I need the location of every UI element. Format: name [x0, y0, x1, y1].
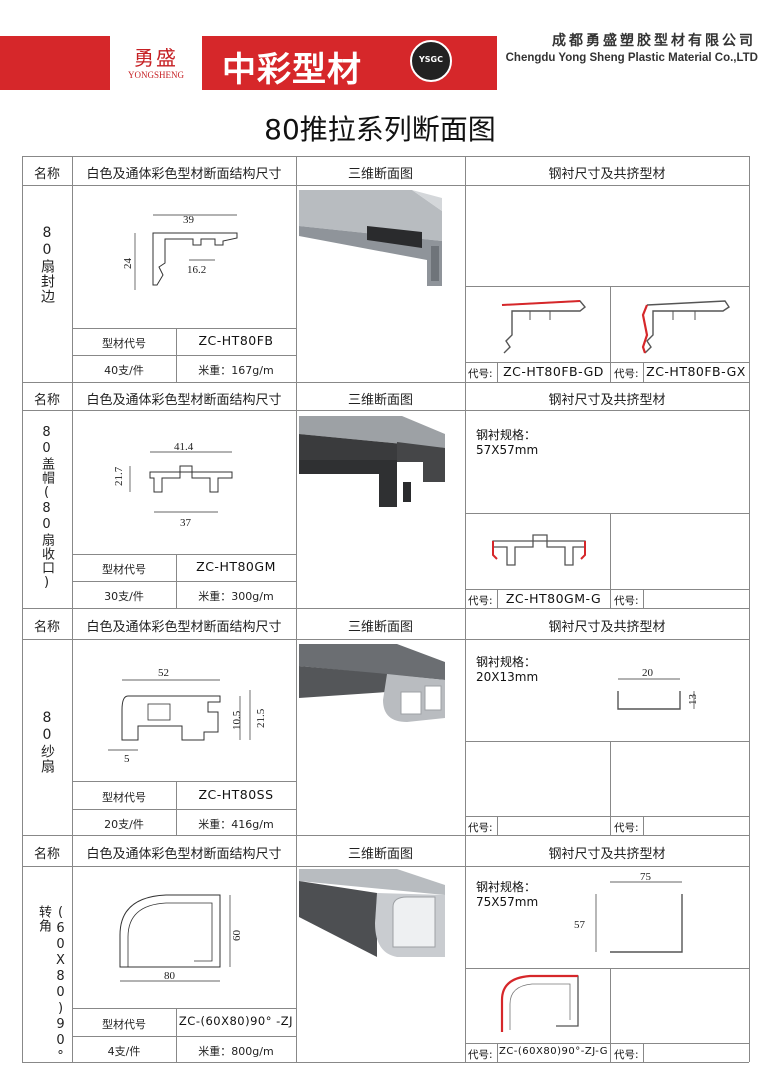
profile-name: 80纱扇: [39, 710, 55, 774]
steel-spec: 钢衬规格： 75X57mm: [476, 880, 538, 910]
col-header-steel: 钢衬尺寸及共挤型材: [548, 620, 666, 635]
page-title: 80推拉系列断面图: [264, 113, 496, 146]
dim-label: 20: [642, 667, 654, 679]
profile-3d-render: [299, 416, 445, 507]
dim-label: 75: [640, 871, 652, 883]
pieces-per-pack: 20支/件: [104, 818, 144, 831]
daihao-label: 代号:: [468, 822, 493, 834]
coextruded-code: ZC-HT80GM-G: [505, 591, 602, 606]
section-drawing: 52 10.5 21.5 5: [108, 667, 267, 765]
col-header-section: 白色及通体彩色型材断面结构尺寸: [86, 620, 282, 635]
col-header-section: 白色及通体彩色型材断面结构尺寸: [86, 847, 282, 862]
profile-name: 80盖帽(80扇收口): [39, 425, 54, 591]
col-header-section: 白色及通体彩色型材断面结构尺寸: [86, 393, 282, 408]
daihao-label: 代号:: [468, 595, 493, 607]
series-logo: 中彩型材: [222, 50, 362, 90]
meter-weight: 米重：300g/m: [198, 590, 274, 603]
col-header-steel: 钢衬尺寸及共挤型材: [548, 847, 666, 862]
profile-code: ZC-HT80SS: [198, 787, 274, 802]
daihao-label: 代号:: [614, 368, 639, 380]
col-header-name: 名称: [33, 393, 60, 408]
col-header-3d: 三维断面图: [347, 847, 413, 862]
steel-spec-label: 钢衬规格：: [476, 428, 537, 442]
dim-label: 10.5: [231, 710, 243, 730]
col-header-steel: 钢衬尺寸及共挤型材: [548, 167, 666, 182]
section-drawing: 39 24 16.2: [122, 214, 238, 290]
seal-logo: [410, 40, 452, 82]
profile-name: 80扇封边: [39, 225, 55, 304]
dim-label: 5: [124, 753, 130, 765]
steel-spec-size: 57X57mm: [476, 443, 539, 457]
company-name-en: Chengdu Yong Sheng Plastic Material Co.,…: [505, 52, 758, 64]
meter-weight: 米重：800g/m: [198, 1045, 274, 1058]
coextruded-code: ZC-(60X80)90°-ZJ-G: [498, 1046, 609, 1057]
dim-label: 41.4: [174, 441, 194, 453]
col-header-3d: 三维断面图: [347, 167, 413, 182]
dim-label: 16.2: [187, 264, 206, 276]
dim-label: 37: [180, 517, 192, 529]
brand-name-en: YONGSHENG: [128, 70, 184, 80]
col-header-section: 白色及通体彩色型材断面结构尺寸: [86, 167, 282, 182]
steel-spec-size: 75X57mm: [476, 895, 539, 909]
daihao-label: 代号:: [614, 595, 639, 607]
meter-weight: 米重：416g/m: [198, 818, 274, 831]
dim-label: 24: [122, 258, 134, 270]
coextruded-profile-zj: [500, 974, 579, 1032]
dim-label: 60: [231, 930, 243, 942]
steel-liner-drawing: 75 57: [574, 871, 683, 953]
dim-label: 80: [164, 970, 176, 982]
brand-logo: [110, 36, 202, 90]
profile-3d-render: [299, 869, 445, 957]
code-label: 型材代号: [102, 337, 146, 350]
dim-label: 13: [687, 694, 699, 706]
profile-3d-render: [299, 644, 445, 722]
dim-label: 21.5: [255, 708, 267, 728]
col-header-name: 名称: [33, 167, 60, 182]
section-drawing: 41.4 21.7 37: [113, 441, 233, 529]
col-header-steel: 钢衬尺寸及共挤型材: [548, 393, 666, 408]
code-label: 型材代号: [102, 1018, 146, 1031]
code-label: 型材代号: [102, 563, 146, 576]
steel-spec-label: 钢衬规格：: [476, 655, 537, 669]
col-header-3d: 三维断面图: [347, 393, 413, 408]
daihao-label: 代号:: [468, 368, 493, 380]
col-header-name: 名称: [33, 620, 60, 635]
steel-spec-size: 20X13mm: [476, 670, 539, 684]
seal-text: YSGC: [419, 55, 443, 64]
coextruded-code: ZC-HT80FB-GX: [646, 364, 746, 379]
company-name-cn: 成都勇盛塑胶型材有限公司: [552, 33, 756, 49]
coextruded-profile-gd: [501, 300, 586, 354]
pieces-per-pack: 30支/件: [104, 590, 144, 603]
meter-weight: 米重：167g/m: [198, 364, 274, 377]
profile-code: ZC-HT80GM: [196, 559, 276, 574]
col-header-name: 名称: [33, 847, 60, 862]
dim-label: 39: [183, 214, 195, 226]
dim-label: 52: [158, 667, 169, 679]
code-label: 型材代号: [102, 791, 146, 804]
profile-code: ZC-HT80FB: [198, 333, 274, 348]
brand-name-cn: 勇盛: [134, 46, 178, 70]
coextruded-profile-gx: [641, 300, 730, 354]
section-drawing: 60 80: [119, 894, 243, 982]
dim-label: 21.7: [113, 466, 125, 486]
pieces-per-pack: 40支/件: [104, 364, 144, 377]
pieces-per-pack: 4支/件: [107, 1045, 141, 1058]
steel-spec: 钢衬规格： 20X13mm: [476, 655, 538, 685]
steel-spec: 钢衬规格： 57X57mm: [476, 428, 538, 458]
steel-liner-drawing: 20 13: [617, 667, 699, 710]
daihao-label: 代号:: [614, 1049, 639, 1061]
daihao-label: 代号:: [468, 1049, 493, 1061]
dim-label: 57: [574, 919, 586, 931]
col-header-3d: 三维断面图: [347, 620, 413, 635]
coextruded-profile-gm: [492, 534, 586, 566]
profile-code: ZC-(60X80)90° -ZJ: [178, 1014, 294, 1028]
coextruded-code: ZC-HT80FB-GD: [503, 364, 604, 379]
profile-3d-render: [299, 190, 442, 286]
daihao-label: 代号:: [614, 822, 639, 834]
profile-name: (60X80)90°转角: [36, 905, 68, 1065]
steel-spec-label: 钢衬规格：: [476, 880, 537, 894]
